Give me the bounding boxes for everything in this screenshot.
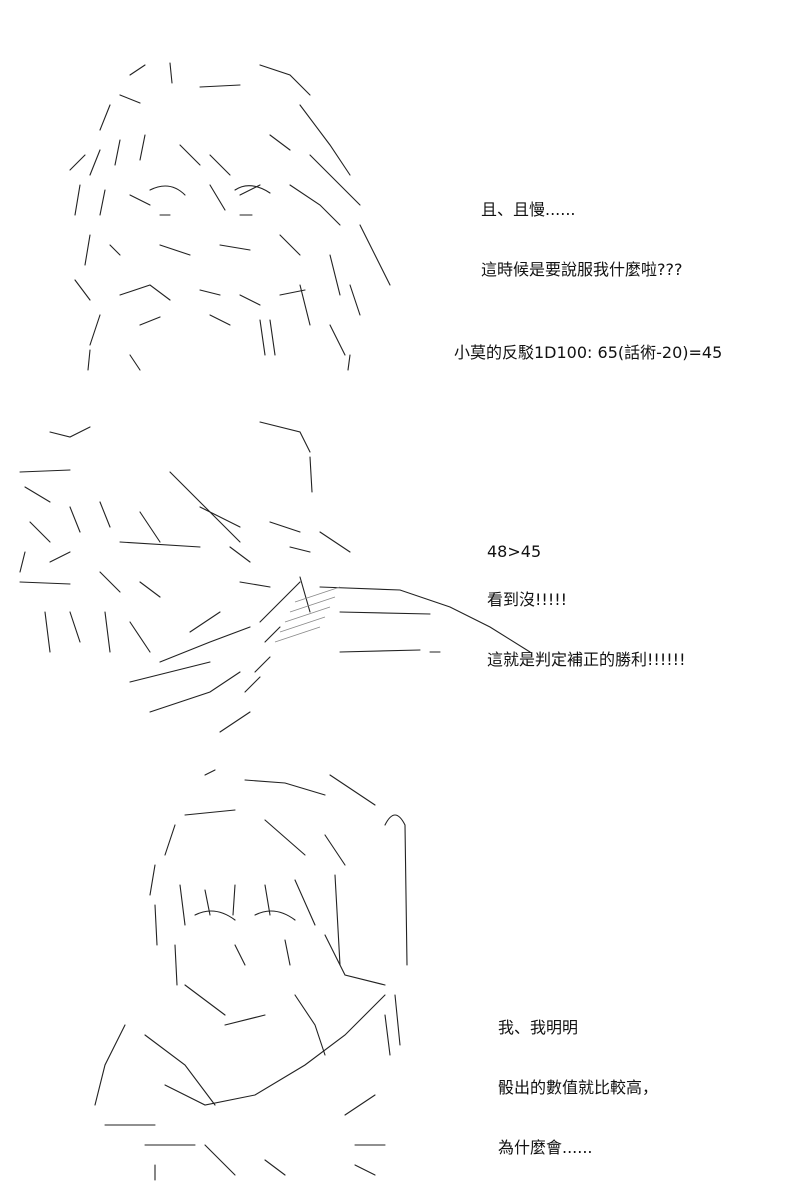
- panel-2: 48>45 看到沒!!!!! 這就是判定補正的勝利!!!!!!: [0, 390, 800, 750]
- character-3-drawing: [94, 769, 408, 1181]
- dialogue-line: 我、我明明: [498, 1018, 579, 1037]
- panel-3: 我、我明明 骰出的數值就比較高， 為什麼會......: [0, 750, 800, 1200]
- ascii-art-character-2: [10, 412, 550, 742]
- character-2-drawing: [19, 421, 531, 733]
- panel-1: 且、且慢...... 這時候是要說服我什麼啦??? 小莫的反駁1D100: 65…: [0, 0, 800, 390]
- dialogue-line: 骰出的數值就比較高，: [498, 1078, 659, 1097]
- ascii-art-character-3: [85, 765, 425, 1185]
- dialogue-line: 看到沒!!!!!: [487, 590, 568, 609]
- dialogue-1: 且、且慢...... 這時候是要說服我什麼啦???: [481, 160, 682, 320]
- dice-comparison: 48>45: [487, 502, 541, 602]
- dialogue-line: 小莫的反駁1D100: 65(話術-20)=45: [454, 343, 723, 362]
- dialogue-line: 為什麼會......: [498, 1138, 593, 1157]
- ascii-art-character-1: [60, 55, 420, 375]
- dialogue-line: 這就是判定補正的勝利!!!!!!: [487, 650, 686, 669]
- dialogue-2: 看到沒!!!!! 這就是判定補正的勝利!!!!!!: [487, 550, 686, 710]
- dialogue-line: 這時候是要說服我什麼啦???: [481, 260, 683, 279]
- dialogue-line: 48>45: [487, 542, 542, 561]
- character-1-drawing: [69, 62, 391, 371]
- dialogue-line: 且、且慢......: [481, 200, 576, 219]
- dice-roll-result: 小莫的反駁1D100: 65(話術-20)=45: [454, 303, 722, 403]
- dialogue-3: 我、我明明 骰出的數值就比較高， 為什麼會......: [498, 978, 658, 1198]
